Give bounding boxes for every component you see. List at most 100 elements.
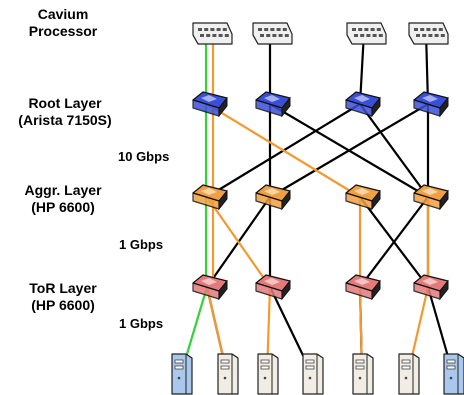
host-drive (305, 359, 315, 364)
host-body (352, 353, 374, 395)
cavium-layer-label-line1: Cavium (37, 6, 89, 22)
aggr-layer-label: Aggr. Layer (HP 6600) (8, 182, 118, 216)
host-led (404, 376, 408, 380)
hub-edge (346, 34, 387, 45)
host-edge (366, 353, 374, 394)
hub-port (378, 34, 383, 37)
host-drive (355, 365, 365, 370)
switch-arrows (422, 278, 438, 285)
hub-port (218, 34, 223, 37)
link-root4-aggr2 (268, 102, 430, 199)
tor-switch-icon (345, 274, 381, 301)
hub-port (440, 34, 445, 37)
switch-side (281, 279, 291, 301)
switch-side (439, 96, 449, 118)
switch-arrows (201, 278, 217, 285)
tor-switch-icon (255, 274, 291, 301)
hub-port (372, 34, 377, 37)
hub-port (272, 34, 277, 37)
aggr-layer-label-line2: (HP 6600) (31, 199, 95, 215)
switch-arrows (354, 95, 370, 102)
hub-port (416, 34, 420, 37)
server-tower-icon (171, 353, 193, 395)
ethernet-hub-icon (408, 22, 449, 45)
host-edge (412, 353, 420, 394)
root-switch-icon (255, 91, 291, 118)
hub-port (376, 28, 381, 31)
hub-port (352, 28, 356, 31)
link-root3-aggr4 (358, 102, 430, 199)
root-layer-label-line1: Root Layer (28, 95, 102, 111)
host-drive (446, 365, 456, 370)
hub-port (364, 28, 369, 31)
switch-side (439, 189, 449, 211)
host-drive (401, 365, 411, 370)
server-tower-icon (302, 353, 324, 395)
switch-arrows (422, 95, 438, 102)
switch-side (281, 189, 291, 211)
hub-port (276, 28, 281, 31)
aggr-switch-icon (413, 184, 449, 211)
switch-side (281, 96, 291, 118)
host-drive (305, 365, 315, 370)
hub-port (200, 34, 204, 37)
switch-arrows (264, 188, 280, 195)
switch-side (218, 279, 228, 301)
host-edge (316, 353, 324, 394)
ethernet-hub-icon (346, 22, 387, 45)
host-edge (231, 353, 239, 394)
ethernet-hub-icon (252, 22, 293, 45)
hub-port (370, 28, 375, 31)
host-led (449, 376, 453, 380)
hub-body (408, 22, 449, 45)
server-tower-icon (352, 353, 374, 395)
hub-body (192, 22, 233, 45)
hub-port (354, 34, 358, 37)
switch-side (439, 279, 449, 301)
link-aggr1-tor2 (205, 195, 272, 289)
cavium-layer-label: Cavium Processor (8, 6, 118, 40)
ethernet-hub-icon (192, 22, 233, 45)
host-edge (457, 353, 464, 394)
hub-port (266, 34, 271, 37)
host-drive (174, 359, 184, 364)
aggr-switch-icon (345, 184, 381, 211)
hub-port (360, 34, 365, 37)
hub-port (210, 28, 215, 31)
host-led (308, 376, 312, 380)
speed-label-root-aggr: 10 Gbps (118, 149, 170, 164)
host-body (302, 353, 324, 395)
hub-edge (252, 34, 293, 45)
hub-port (222, 28, 227, 31)
root-switch-icon (345, 91, 381, 118)
hub-port (358, 28, 363, 31)
switch-side (371, 96, 381, 118)
host-body (257, 353, 279, 395)
hub-port (258, 28, 262, 31)
tor-layer-label: ToR Layer (HP 6600) (8, 280, 118, 314)
hub-port (206, 34, 211, 37)
hub-port (278, 34, 283, 37)
host-body (443, 353, 464, 395)
hub-port (270, 28, 275, 31)
speed-label-aggr-tor: 1 Gbps (119, 237, 164, 252)
hub-port (282, 28, 287, 31)
host-led (177, 376, 181, 380)
host-drive (260, 359, 270, 364)
root-switch-icon (413, 91, 449, 118)
link-lines (179, 30, 455, 376)
hub-port (260, 34, 264, 37)
hub-port (198, 28, 202, 31)
host-drive (174, 365, 184, 370)
root-layer-label: Root Layer (Arista 7150S) (4, 95, 126, 129)
hub-port (422, 34, 427, 37)
aggr-layer-label-line1: Aggr. Layer (24, 182, 102, 198)
hub-body (252, 22, 293, 45)
host-led (358, 376, 362, 380)
speed-label-tor-host: 1 Gbps (119, 316, 164, 331)
host-drive (220, 359, 230, 364)
tor-switch-icon (413, 274, 449, 301)
hub-port (212, 34, 217, 37)
host-drive (446, 359, 456, 364)
